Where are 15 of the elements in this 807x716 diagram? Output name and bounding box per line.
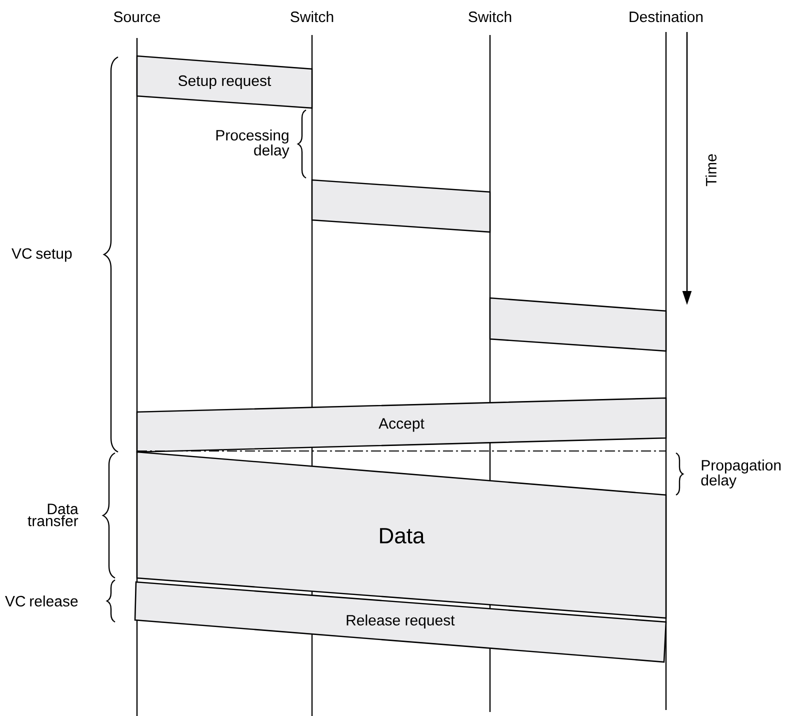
message-band: Setup request xyxy=(136,55,313,109)
message-band xyxy=(489,297,667,352)
message-band: Release request xyxy=(134,581,667,663)
column-header: Switch xyxy=(290,11,334,22)
column-header: Switch xyxy=(468,11,512,22)
phase-label: VC setup xyxy=(12,248,72,262)
axis-label: Time xyxy=(706,154,716,186)
message-band xyxy=(311,179,491,233)
column-header: Destination xyxy=(630,11,703,22)
phase-label: Data transfer xyxy=(28,504,78,526)
column-header: Source xyxy=(114,12,160,22)
message-band: Accept xyxy=(136,397,667,453)
annotation-text: Propagation delay xyxy=(701,460,781,488)
annotation-text: Processing delay xyxy=(216,130,290,158)
phase-label: VC release xyxy=(5,596,78,606)
